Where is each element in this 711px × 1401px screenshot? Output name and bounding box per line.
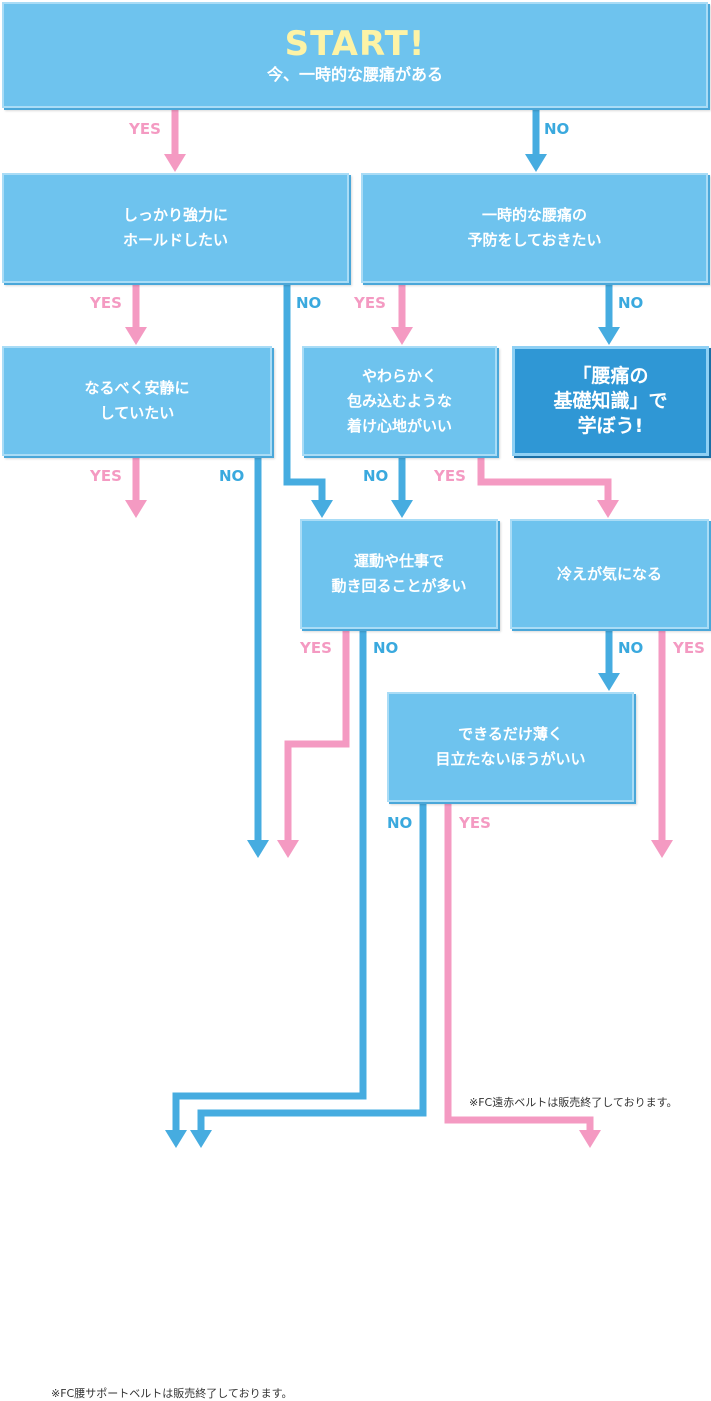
- question-prevent[interactable]: 一時的な腰痛の 予防をしておきたい: [361, 173, 708, 283]
- arrow-prevent-yes-arrowhead: [391, 327, 413, 345]
- start-title: START!: [284, 24, 426, 64]
- arrow-hold-no-arrowhead: [311, 500, 333, 518]
- question-thin[interactable]: できるだけ薄く 目立たないほうがいい: [387, 692, 634, 802]
- arrow-active-no-arrowhead: [165, 1130, 187, 1148]
- arrow-start-yes-arrowhead: [164, 154, 186, 172]
- label-no-start: NO: [544, 120, 570, 138]
- note-fc-enseki: ※FC遠赤ベルトは販売終了しております。: [469, 1096, 678, 1109]
- question-cold[interactable]: 冷えが気になる: [510, 519, 709, 629]
- arrow-prevent-no-arrowhead: [598, 327, 620, 345]
- label-no-soft: NO: [363, 467, 389, 485]
- arrow-start-no-arrowhead: [525, 154, 547, 172]
- label-no-prevent: NO: [618, 294, 644, 312]
- arrow-hold-yes-arrowhead: [125, 327, 147, 345]
- question-hold-strong[interactable]: しっかり強力に ホールドしたい: [2, 173, 349, 283]
- arrow-soft-no-arrowhead: [391, 500, 413, 518]
- arrow-soft-yes-line: [477, 457, 612, 506]
- arrow-active-no-line: [172, 630, 367, 1136]
- arrow-thin-no-arrowhead: [190, 1130, 212, 1148]
- start-box[interactable]: START! 今、一時的な腰痛がある: [2, 2, 708, 108]
- label-no-hold: NO: [296, 294, 322, 312]
- label-yes-prevent: YES: [354, 294, 386, 312]
- label-no-cold: NO: [618, 639, 644, 657]
- label-yes-soft: YES: [434, 467, 466, 485]
- label-no-quiet: NO: [219, 467, 245, 485]
- arrow-cold-no-arrowhead: [598, 673, 620, 691]
- label-no-thin: NO: [387, 814, 413, 832]
- label-no-active: NO: [373, 639, 399, 657]
- arrow-cold-yes-arrowhead: [651, 840, 673, 858]
- arrow-hold-no-line: [283, 284, 326, 506]
- question-soft-fit[interactable]: やわらかく 包み込むような 着け心地がいい: [302, 346, 497, 456]
- question-active[interactable]: 運動や仕事で 動き回ることが多い: [300, 519, 498, 629]
- arrow-soft-yes-arrowhead: [597, 500, 619, 518]
- note-fc-waist: ※FC腰サポートベルトは販売終了しております。: [51, 1387, 293, 1400]
- arrow-thin-yes-arrowhead: [579, 1130, 601, 1148]
- label-yes-active: YES: [300, 639, 332, 657]
- label-yes-hold: YES: [90, 294, 122, 312]
- label-yes-start: YES: [129, 120, 161, 138]
- arrow-active-yes-line: [284, 630, 350, 846]
- arrow-thin-no-line: [197, 803, 427, 1136]
- label-yes-thin: YES: [459, 814, 491, 832]
- arrow-quiet-yes-arrowhead: [125, 500, 147, 518]
- question-stay-quiet[interactable]: なるべく安静に していたい: [2, 346, 272, 456]
- label-yes-cold: YES: [673, 639, 705, 657]
- arrow-active-yes-arrowhead: [277, 840, 299, 858]
- label-yes-quiet: YES: [90, 467, 122, 485]
- arrow-thin-yes-line: [444, 803, 594, 1136]
- start-subtitle: 今、一時的な腰痛がある: [266, 65, 443, 84]
- arrow-quiet-no-arrowhead: [247, 840, 269, 858]
- learn-basics-link[interactable]: 「腰痛の 基礎知識」で 学ぼう!: [512, 346, 709, 456]
